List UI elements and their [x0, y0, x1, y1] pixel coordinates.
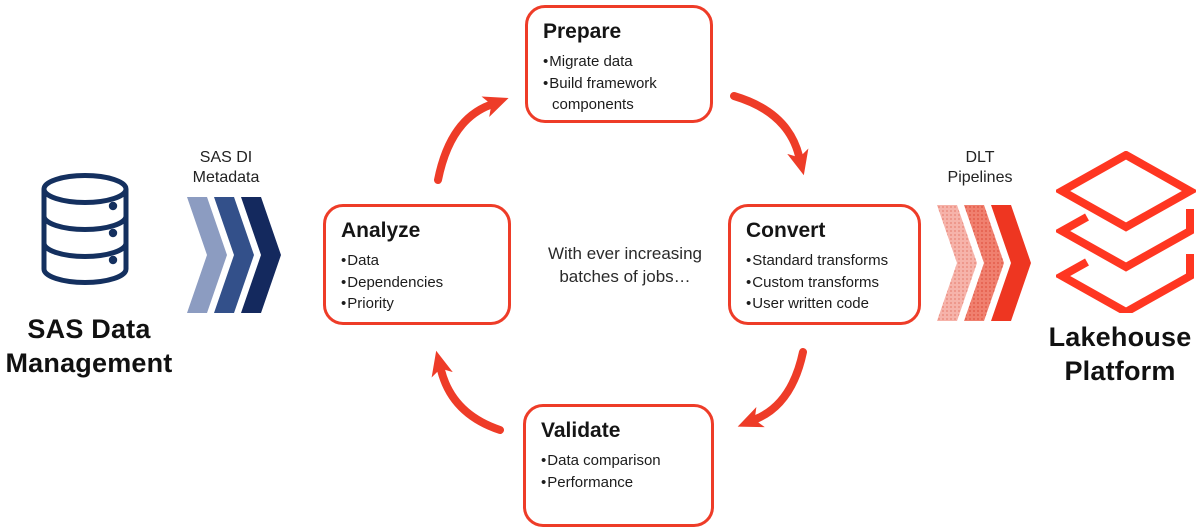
dlt-flow-chevrons-icon: [937, 205, 1031, 321]
prepare-bullets: Migrate data Build framework components: [543, 51, 696, 116]
bullet-item: Migrate data: [543, 51, 696, 73]
arrow-analyze-to-prepare: [434, 96, 509, 184]
arrow-validate-to-analyze: [431, 350, 504, 434]
bullet-item: Build framework components: [543, 73, 696, 116]
lakehouse-platform-line1: Lakehouse: [1048, 322, 1192, 352]
bullet-item: Standard transforms: [746, 250, 904, 272]
arrow-prepare-to-convert: [730, 92, 809, 176]
dlt-pipelines-label: DLT Pipelines: [934, 148, 1026, 188]
center-note-line1: With ever increasing: [547, 244, 702, 263]
lakehouse-platform-line2: Platform: [1064, 356, 1176, 386]
bullet-item: Custom transforms: [746, 272, 904, 294]
dlt-label-line2: Pipelines: [947, 169, 1013, 186]
bullet-item: Data: [341, 250, 494, 272]
lakehouse-platform-label: Lakehouse Platform: [1040, 320, 1200, 388]
sas-di-label-line1: SAS DI: [199, 149, 253, 166]
center-note-line2: batches of jobs…: [559, 267, 691, 286]
sas-data-management-line2: Management: [5, 348, 173, 378]
database-icon: [41, 173, 129, 285]
arrow-convert-to-validate: [737, 348, 807, 428]
validate-title: Validate: [541, 419, 621, 442]
sas-data-management-label: SAS Data Management: [0, 312, 178, 380]
sas-di-label-line2: Metadata: [192, 169, 260, 186]
metadata-flow-chevrons-icon: [187, 197, 281, 313]
sas-data-management-line1: SAS Data: [27, 314, 151, 344]
convert-bullets: Standard transforms Custom transforms Us…: [746, 250, 904, 315]
validate-bullets: Data comparison Performance: [541, 450, 697, 493]
bullet-item: User written code: [746, 293, 904, 315]
convert-title: Convert: [746, 219, 826, 242]
databricks-lakehouse-icon: [1056, 151, 1196, 313]
bullet-item: Performance: [541, 472, 697, 494]
convert-box: Convert Standard transforms Custom trans…: [728, 204, 921, 325]
bullet-item: Priority: [341, 293, 494, 315]
dlt-label-line1: DLT: [965, 149, 995, 166]
analyze-box: Analyze Data Dependencies Priority: [323, 204, 511, 325]
bullet-item: Dependencies: [341, 272, 494, 294]
sas-di-metadata-label: SAS DI Metadata: [178, 148, 274, 188]
prepare-box: Prepare Migrate data Build framework com…: [525, 5, 713, 123]
analyze-title: Analyze: [341, 219, 421, 242]
prepare-title: Prepare: [543, 20, 622, 43]
center-note: With ever increasing batches of jobs…: [527, 242, 723, 288]
validate-box: Validate Data comparison Performance: [523, 404, 714, 527]
analyze-bullets: Data Dependencies Priority: [341, 250, 494, 315]
bullet-item: Data comparison: [541, 450, 697, 472]
